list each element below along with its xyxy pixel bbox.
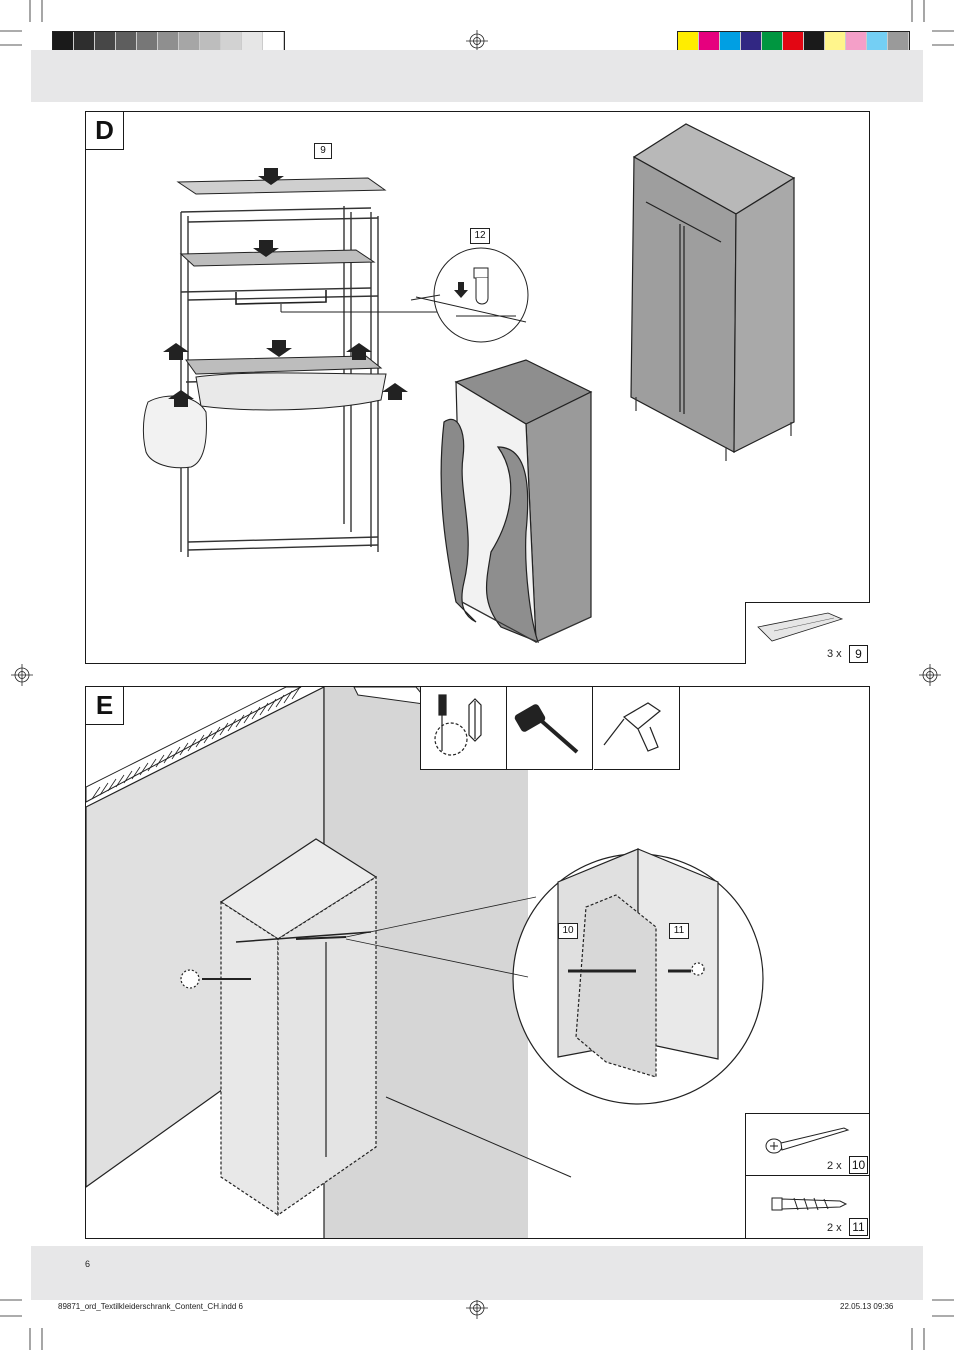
color-swatch <box>221 32 242 51</box>
footer-datetime: 22.05.13 09:36 <box>840 1302 894 1311</box>
part-number: 9 <box>849 645 868 663</box>
wardrobe-wireframe <box>180 838 378 1217</box>
color-swatch <box>179 32 200 51</box>
screw-hole-marker <box>180 969 200 989</box>
hammer-tool <box>507 687 593 770</box>
gray-color-bar <box>52 31 285 52</box>
process-color-bar <box>677 31 910 52</box>
color-swatch <box>242 32 263 51</box>
part-qty: 2 x <box>827 1160 842 1172</box>
color-swatch <box>762 32 783 51</box>
screwdriver-icon <box>434 694 482 756</box>
part-qty: 2 x <box>827 1222 842 1234</box>
drill-tool <box>594 687 680 770</box>
color-swatch <box>867 32 888 51</box>
color-swatch <box>137 32 158 51</box>
color-swatch <box>53 32 74 51</box>
connector-piece <box>456 267 516 317</box>
color-swatch <box>263 32 284 51</box>
shelf-panel <box>185 355 383 375</box>
screw-part-icon <box>765 1127 850 1154</box>
color-swatch <box>825 32 846 51</box>
color-swatch <box>678 32 699 51</box>
color-swatch <box>804 32 825 51</box>
color-swatch <box>95 32 116 51</box>
registration-mark-bottom <box>466 1297 488 1319</box>
arrow-icons <box>163 168 468 407</box>
ceiling-molding <box>86 687 433 803</box>
color-swatch <box>116 32 137 51</box>
part-box-10: 2 x 10 <box>745 1113 869 1176</box>
part-number: 10 <box>849 1156 868 1174</box>
step-letter-e: E <box>86 687 124 725</box>
shelf-panel <box>176 177 387 195</box>
color-swatch <box>200 32 221 51</box>
illustration-d <box>142 123 796 644</box>
page-number: 6 <box>85 1259 91 1269</box>
tools-strip <box>420 687 680 770</box>
callout-part-10: 10 <box>558 923 578 939</box>
header-band <box>31 50 923 102</box>
wall-corner-detail <box>557 848 719 1078</box>
cover-bag <box>142 395 207 469</box>
step-letter-d: D <box>86 112 124 150</box>
wardrobe-open-cover <box>440 359 593 644</box>
part-number: 11 <box>849 1218 868 1236</box>
callout-part-11: 11 <box>669 923 689 939</box>
color-swatch <box>888 32 909 51</box>
hammer-icon <box>514 704 579 754</box>
color-swatch <box>74 32 95 51</box>
color-swatch <box>720 32 741 51</box>
part-qty: 3 x <box>827 648 842 660</box>
hanging-rod <box>235 290 327 305</box>
cover-fabric <box>195 372 387 411</box>
registration-mark-right <box>919 664 941 686</box>
callout-part-9: 9 <box>314 143 332 159</box>
dowel-part-icon <box>771 1197 848 1211</box>
footer-band: 6 <box>31 1246 923 1300</box>
drill-icon <box>603 702 662 752</box>
color-swatch <box>699 32 720 51</box>
color-swatch <box>846 32 867 51</box>
shelf-panel <box>179 249 376 267</box>
part-box-9: 3 x 9 <box>745 602 870 664</box>
wardrobe-closed <box>630 123 796 461</box>
footer-filename: 89871_ord_Textilkleiderschrank_Content_C… <box>58 1302 244 1311</box>
registration-mark-left <box>11 664 33 686</box>
callout-part-12: 12 <box>470 228 490 244</box>
part-box-11: 2 x 11 <box>745 1175 869 1238</box>
illustration-e <box>86 687 764 1238</box>
step-panel-e: E 10 11 <box>85 686 870 1239</box>
color-swatch <box>783 32 804 51</box>
shelf-part-icon <box>757 612 844 642</box>
step-panel-d: D <box>85 111 870 664</box>
color-swatch <box>158 32 179 51</box>
screwdriver-tool <box>420 687 507 770</box>
color-swatch <box>741 32 762 51</box>
registration-mark-top <box>466 30 488 52</box>
